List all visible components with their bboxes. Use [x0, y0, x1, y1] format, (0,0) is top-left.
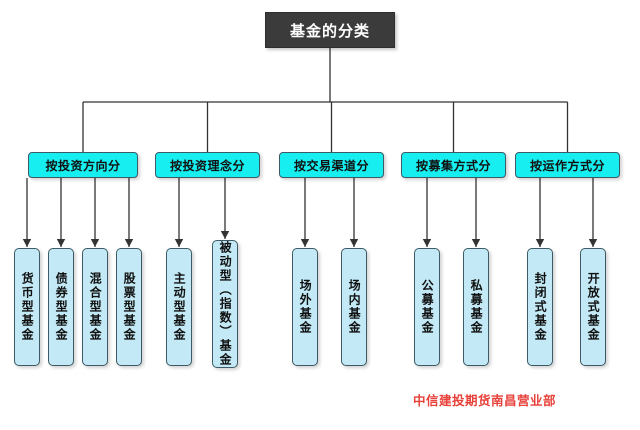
leaf-node-4-1: 公募基金: [414, 248, 440, 366]
leaf-node-1-4: 股票型基金: [116, 248, 142, 366]
leaf-node-label: 场外基金: [298, 279, 313, 335]
category-node-label: 按运作方式分: [529, 158, 605, 173]
category-node-1: 按投资方向分: [28, 152, 138, 178]
category-node-label: 按募集方式分: [415, 158, 491, 173]
leaf-node-label: 股票型基金: [122, 272, 137, 342]
leaf-node-5-1: 封闭式基金: [527, 248, 553, 366]
category-node-3: 按交易渠道分: [279, 152, 384, 178]
leaf-node-2-2: 被动型（指数）基金: [212, 240, 238, 368]
category-node-5: 按运作方式分: [515, 152, 620, 178]
leaf-node-label: 混合型基金: [88, 272, 103, 342]
category-node-2: 按投资理念分: [155, 152, 260, 178]
category-node-label: 按交易渠道分: [293, 158, 369, 173]
leaf-node-label: 债券型基金: [54, 272, 69, 342]
category-node-label: 按投资方向分: [45, 158, 121, 173]
leaf-node-label: 主动型基金: [172, 272, 187, 342]
leaf-node-1-3: 混合型基金: [82, 248, 108, 366]
leaf-node-label: 货币型基金: [20, 272, 35, 342]
leaf-node-4-2: 私募基金: [463, 248, 489, 366]
root-node-label: 基金的分类: [289, 22, 370, 40]
category-node-4: 按募集方式分: [401, 152, 506, 178]
leaf-node-label: 场内基金: [347, 279, 362, 335]
root-node: 基金的分类: [265, 12, 395, 48]
leaf-node-2-1: 主动型基金: [166, 248, 192, 366]
leaf-node-3-1: 场外基金: [292, 248, 318, 366]
leaf-node-label: 封闭式基金: [533, 272, 548, 342]
footer-credit: 中信建投期货南昌营业部: [413, 394, 557, 408]
leaf-node-label: 私募基金: [469, 279, 484, 335]
leaf-node-label: 被动型（指数）基金: [218, 241, 233, 367]
leaf-node-5-2: 开放式基金: [580, 248, 606, 366]
leaf-node-1-2: 债券型基金: [48, 248, 74, 366]
leaf-node-label: 公募基金: [420, 279, 435, 335]
leaf-node-label: 开放式基金: [586, 272, 601, 342]
category-node-label: 按投资理念分: [169, 158, 245, 173]
leaf-node-1-1: 货币型基金: [14, 248, 40, 366]
leaf-node-3-2: 场内基金: [341, 248, 367, 366]
